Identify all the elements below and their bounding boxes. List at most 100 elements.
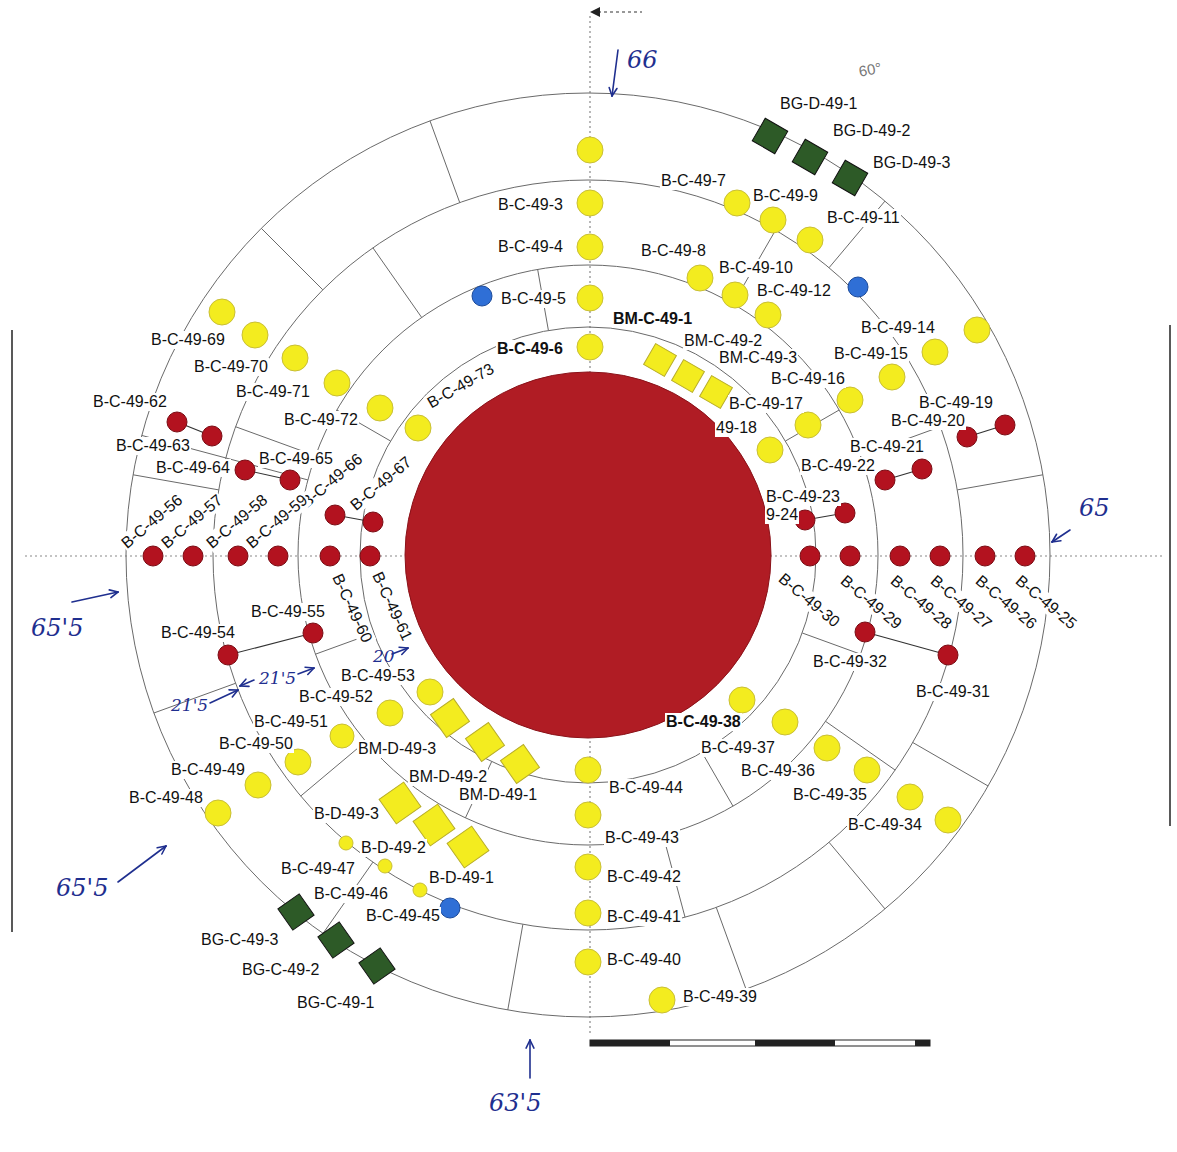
part-label: B-C-49-60 bbox=[328, 570, 376, 646]
yellow-marker bbox=[209, 299, 235, 325]
part-label: B-C-49-69 bbox=[150, 331, 226, 349]
yellow-marker bbox=[413, 883, 427, 897]
part-label: B-C-49-43 bbox=[604, 829, 680, 847]
part-label: B-C-49-36 bbox=[740, 762, 816, 780]
handwritten-arrow bbox=[612, 50, 618, 96]
handwritten-arrow-head bbox=[162, 846, 166, 854]
part-label: B-C-49-11 bbox=[826, 209, 901, 227]
red-marker bbox=[1015, 546, 1035, 566]
part-label: B-C-49-5 bbox=[500, 290, 567, 308]
red-marker bbox=[325, 505, 345, 525]
scale-bar bbox=[590, 1040, 930, 1046]
yellow-marker bbox=[339, 836, 353, 850]
frame-line bbox=[1169, 325, 1171, 826]
part-label: B-C-49-49 bbox=[170, 761, 246, 779]
part-label: B-C-49-6 bbox=[496, 340, 564, 358]
red-marker bbox=[235, 460, 255, 480]
yellow-marker bbox=[722, 282, 748, 308]
green-block bbox=[792, 139, 828, 175]
green-block bbox=[359, 948, 395, 984]
part-label: B-C-49-62 bbox=[92, 393, 168, 411]
green-block bbox=[318, 922, 354, 958]
part-label: B-C-49-64 bbox=[155, 459, 231, 477]
angle-note: 60° bbox=[856, 59, 883, 81]
red-marker bbox=[930, 546, 950, 566]
part-label: BM-C-49-3 bbox=[718, 349, 798, 367]
red-marker bbox=[202, 426, 222, 446]
part-label: B-C-49-7 bbox=[660, 172, 727, 190]
part-label: BM-D-49-3 bbox=[357, 740, 437, 758]
part-label: B-D-49-2 bbox=[360, 839, 427, 857]
part-label: B-C-49-70 bbox=[193, 358, 269, 376]
yellow-marker bbox=[755, 302, 781, 328]
part-label: BG-C-49-1 bbox=[296, 994, 375, 1012]
part-label: B-C-49-15 bbox=[833, 345, 909, 363]
handwritten-arrow-head bbox=[109, 590, 118, 592]
green-block bbox=[752, 118, 788, 154]
part-label: B-C-49-39 bbox=[682, 988, 758, 1006]
red-marker bbox=[938, 645, 958, 665]
handwritten-arrow-head bbox=[240, 679, 246, 686]
part-label: B-C-49-20 bbox=[890, 412, 966, 430]
pair-link bbox=[228, 633, 313, 655]
north-arrow-head bbox=[590, 7, 600, 17]
ring-divider bbox=[508, 924, 523, 1010]
ring-divider bbox=[373, 248, 422, 318]
red-marker bbox=[890, 546, 910, 566]
handwritten-arrow bbox=[118, 846, 166, 882]
yellow-marker bbox=[575, 854, 601, 880]
handwritten-dimension: 63'5 bbox=[488, 1090, 542, 1116]
yellow-marker bbox=[577, 334, 603, 360]
handwritten-dimension: 21'5 bbox=[170, 695, 209, 715]
part-label: 49-18 bbox=[715, 419, 758, 437]
handwritten-arrow-head bbox=[526, 1040, 530, 1048]
part-label: B-C-49-42 bbox=[606, 868, 682, 886]
green-block bbox=[832, 160, 868, 196]
yellow-marker bbox=[724, 190, 750, 216]
scale-bar-segment bbox=[755, 1040, 835, 1046]
part-label: B-C-49-8 bbox=[640, 242, 707, 260]
handwritten-dimension: 66 bbox=[626, 47, 659, 73]
yellow-marker bbox=[330, 724, 354, 748]
scale-bar-segment bbox=[590, 1040, 670, 1046]
yellow-marker bbox=[367, 395, 393, 421]
yellow-marker bbox=[575, 757, 601, 783]
part-label: B-C-49-44 bbox=[608, 779, 684, 797]
handwritten-arrow-head bbox=[232, 690, 238, 697]
part-label: BM-C-49-2 bbox=[683, 332, 763, 350]
red-marker bbox=[835, 503, 855, 523]
part-label: B-C-49-16 bbox=[770, 370, 846, 388]
red-marker bbox=[975, 546, 995, 566]
handwritten-arrow bbox=[72, 592, 118, 602]
blue-marker bbox=[440, 898, 460, 918]
part-label: BG-D-49-2 bbox=[832, 122, 911, 140]
part-label: B-C-49-65 bbox=[258, 450, 334, 468]
yellow-marker bbox=[575, 900, 601, 926]
handwritten-arrow bbox=[240, 680, 254, 686]
part-label: BG-C-49-3 bbox=[200, 931, 279, 949]
handwritten-arrow-head bbox=[1052, 534, 1057, 542]
red-marker bbox=[840, 546, 860, 566]
blue-marker bbox=[848, 277, 868, 297]
green-block bbox=[278, 894, 314, 930]
red-marker bbox=[800, 546, 820, 566]
handwritten-arrow bbox=[529, 1040, 531, 1078]
part-label: B-C-49-71 bbox=[235, 383, 311, 401]
part-label: B-C-49-47 bbox=[280, 860, 356, 878]
scale-bar-segment bbox=[915, 1040, 930, 1046]
part-label: B-C-49-51 bbox=[253, 713, 329, 731]
central-core bbox=[405, 372, 771, 738]
part-label: BG-D-49-1 bbox=[779, 95, 858, 113]
yellow-marker bbox=[757, 437, 783, 463]
handwritten-arrow-head bbox=[609, 87, 612, 96]
part-label: B-C-49-35 bbox=[792, 786, 868, 804]
yellow-marker bbox=[935, 807, 961, 833]
yellow-block bbox=[466, 723, 505, 762]
ring bbox=[213, 180, 963, 930]
ring bbox=[298, 265, 878, 845]
yellow-marker bbox=[575, 802, 601, 828]
yellow-block bbox=[501, 745, 540, 784]
part-label: B-C-49-32 bbox=[812, 653, 888, 671]
yellow-marker bbox=[814, 735, 840, 761]
handwritten-dimension: 65 bbox=[1078, 495, 1111, 521]
